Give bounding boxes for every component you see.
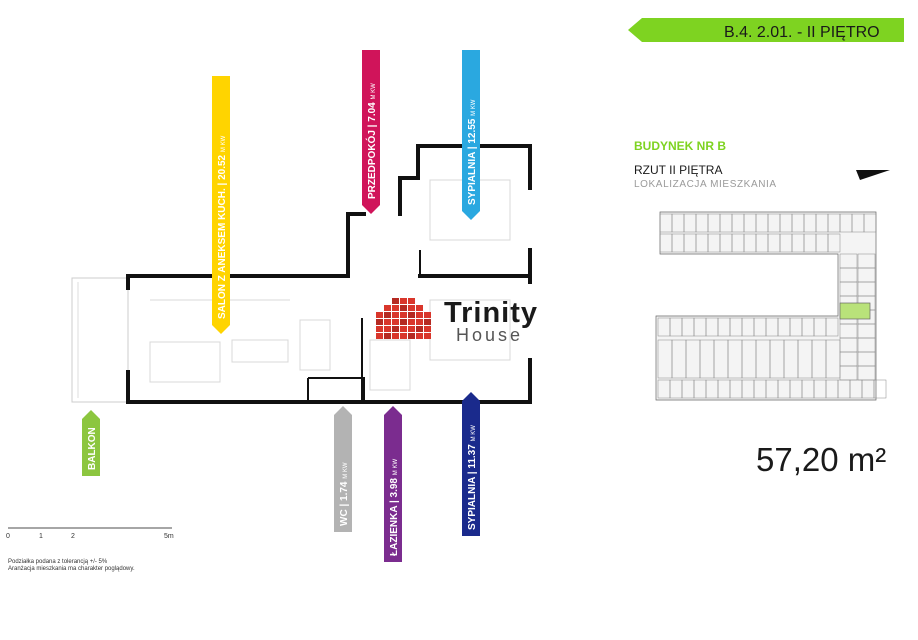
furniture (149, 179, 511, 391)
logo-name: Trinity (444, 297, 538, 329)
logo-cube (384, 333, 391, 339)
tolerance-note: Podziałka podana z tolerancją +/- 5% (8, 559, 108, 565)
room-tag-label: WC | 1.74 M KW (339, 462, 350, 526)
room-tag: SALON Z ANEKSEM KUCH. | 20.52 M KW (212, 76, 230, 334)
arrangement-note: Aranżacja mieszkania ma charakter pogląd… (8, 566, 135, 572)
north-arrow-icon (856, 170, 890, 180)
room-tag: BALKON (82, 410, 100, 476)
logo-cube (384, 319, 391, 325)
logo-cube (400, 319, 407, 325)
logo-cube (376, 312, 383, 318)
room-tag: SYPIALNIA | 11.37 M KW (462, 392, 480, 536)
room-tag-shape (212, 76, 230, 334)
logo-cube (400, 333, 407, 339)
building-label: BUDYNEK NR B (634, 139, 726, 153)
room-tag: ŁAZIENKA | 3.98 M KW (384, 406, 402, 562)
logo-cube (392, 298, 399, 304)
room-tag-shape (384, 406, 402, 562)
floor-label: RZUT II PIĘTRA (634, 163, 722, 177)
logo-cube (408, 326, 415, 332)
room-tag-label: ŁAZIENKA | 3.98 M KW (389, 459, 400, 556)
logo-sub: House (456, 325, 523, 345)
room-tag: SYPIALNIA | 12.55 M KW (462, 50, 480, 220)
logo-cube (424, 326, 431, 332)
room-tag-unit: M KW (221, 135, 227, 152)
logo-cube (384, 326, 391, 332)
logo-cube (424, 312, 431, 318)
scale-label: 5m (164, 533, 174, 540)
logo-cube (408, 312, 415, 318)
logo-cube (424, 319, 431, 325)
room-tag-unit: M KW (471, 425, 477, 442)
interior-walls (307, 250, 421, 402)
logo-cube (392, 312, 399, 318)
logo-cube (408, 319, 415, 325)
room-tag-label: SYPIALNIA | 11.37 M KW (467, 425, 478, 530)
logo-cube (424, 333, 431, 339)
room-tag-unit: M KW (343, 462, 349, 479)
room-tag-label: BALKON (87, 427, 98, 470)
logo-cube (392, 319, 399, 325)
logo-cube (408, 333, 415, 339)
balcony-outline (71, 277, 129, 403)
exterior-walls (126, 144, 532, 404)
logo-cube (400, 312, 407, 318)
room-tag-unit: M KW (471, 99, 477, 116)
room-tag-label: SALON Z ANEKSEM KUCH. | 20.52 M KW (217, 135, 228, 319)
room-tag-label: PRZEDPOKÓJ | 7.04 M KW (365, 83, 378, 199)
logo-cube (400, 298, 407, 304)
floor-plan (71, 144, 532, 404)
room-tag-unit: M KW (393, 459, 399, 476)
scale-label: 1 (39, 533, 43, 540)
key-plan (655, 211, 887, 401)
room-tag-shape (334, 406, 352, 532)
logo-cube (400, 305, 407, 311)
unit-code: B.4. 2.01. - II PIĘTRO (724, 24, 880, 41)
room-tag-shape (462, 50, 480, 220)
logo-cube (416, 312, 423, 318)
room-tag-shape (462, 392, 480, 536)
logo-cube (400, 326, 407, 332)
scale-label: 0 (6, 533, 10, 540)
trinity-house-logo: Trinity House (376, 297, 538, 345)
room-tag-shape (82, 410, 100, 476)
unit-banner (628, 18, 904, 42)
highlighted-unit (839, 302, 871, 320)
room-tag-shape (362, 50, 380, 214)
logo-cube (416, 326, 423, 332)
logo-cube (392, 333, 399, 339)
logo-cube (384, 312, 391, 318)
location-label: LOKALIZACJA MIESZKANIA (634, 179, 777, 190)
logo-cube (376, 333, 383, 339)
logo-cube (392, 305, 399, 311)
area-value: 57,20 m² (756, 441, 886, 478)
room-tag-unit: M KW (371, 83, 377, 100)
logo-cube (416, 305, 423, 311)
logo-cube (392, 326, 399, 332)
logo-cube (408, 305, 415, 311)
logo-cube (408, 298, 415, 304)
logo-cube (376, 326, 383, 332)
logo-cube (416, 319, 423, 325)
logo-cube (384, 305, 391, 311)
room-tag-label: SYPIALNIA | 12.55 M KW (467, 99, 478, 205)
room-tag: WC | 1.74 M KW (334, 406, 352, 532)
logo-cube (376, 319, 383, 325)
scale-bar: 0 1 2 5m (6, 527, 174, 540)
logo-cube (416, 333, 423, 339)
scale-label: 2 (71, 533, 75, 540)
room-tag: PRZEDPOKÓJ | 7.04 M KW (362, 50, 380, 214)
